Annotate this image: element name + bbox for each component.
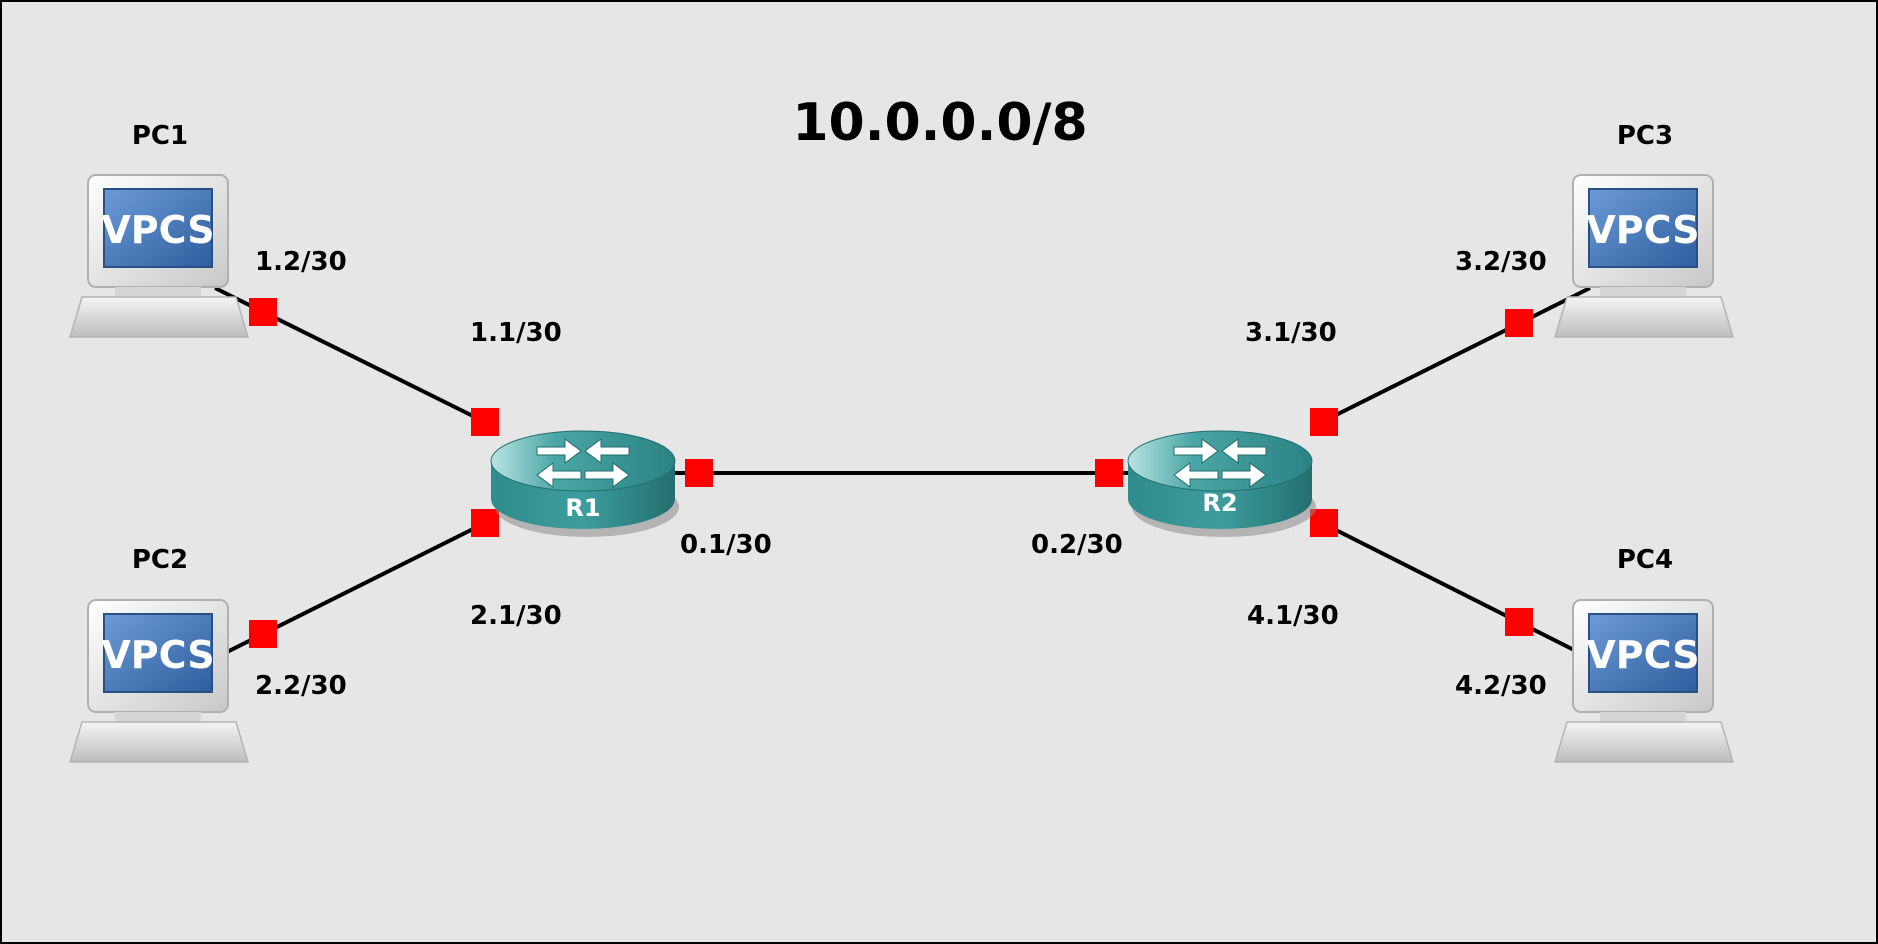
vpcs-computer-icon: VPCS (1553, 174, 1735, 338)
iface-label-pc1: 1.2/30 (255, 247, 347, 277)
vpcs-screen-label: VPCS (1586, 208, 1699, 252)
port-pc2-2-2[interactable] (249, 620, 277, 648)
iface-label-r2-pc3: 3.1/30 (1245, 318, 1337, 348)
network-title: 10.0.0.0/8 (792, 93, 1087, 153)
port-r2-0-2[interactable] (1095, 459, 1123, 487)
port-r2-3-1[interactable] (1310, 408, 1338, 436)
host-pc3[interactable]: VPCS (1553, 174, 1735, 338)
host-pc1[interactable]: VPCS (68, 174, 250, 338)
port-pc1-1-2[interactable] (249, 298, 277, 326)
router-name-r2: R2 (1202, 489, 1237, 517)
iface-label-pc3: 3.2/30 (1455, 247, 1547, 277)
port-r1-0-1[interactable] (685, 459, 713, 487)
iface-label-pc2: 2.2/30 (255, 671, 347, 701)
iface-label-r2-r1: 0.2/30 (1031, 530, 1123, 560)
vpcs-screen-label: VPCS (101, 633, 214, 677)
host-name-pc3: PC3 (1617, 121, 1673, 151)
port-r1-1-1[interactable] (471, 408, 499, 436)
router-name-r1: R1 (565, 494, 600, 522)
router-icon (1127, 430, 1316, 537)
vpcs-screen-label: VPCS (1586, 633, 1699, 677)
router-r2[interactable]: R2 (1127, 430, 1316, 537)
interface-labels: 1.2/30 1.1/30 2.2/30 2.1/30 0.1/30 0.2/3… (255, 247, 1547, 701)
port-r1-2-1[interactable] (471, 509, 499, 537)
vpcs-computer-icon: VPCS (68, 174, 250, 338)
link-pc3-r2[interactable] (1321, 286, 1591, 424)
vpcs-screen-label: VPCS (101, 208, 214, 252)
port-pc3-3-2[interactable] (1505, 309, 1533, 337)
iface-label-r1-pc1: 1.1/30 (470, 318, 562, 348)
host-pc4[interactable]: VPCS (1553, 599, 1735, 763)
ports (249, 298, 1533, 648)
router-icon (490, 430, 679, 537)
iface-label-r1-r2: 0.1/30 (680, 530, 772, 560)
iface-label-pc4: 4.2/30 (1455, 671, 1547, 701)
router-r1[interactable]: R1 (490, 430, 679, 537)
host-name-pc1: PC1 (132, 121, 188, 151)
vpcs-computer-icon: VPCS (1553, 599, 1735, 763)
link-pc4-r2[interactable] (1321, 521, 1581, 655)
host-pc2[interactable]: VPCS (68, 599, 250, 763)
host-name-pc4: PC4 (1617, 545, 1673, 575)
port-pc4-4-2[interactable] (1505, 608, 1533, 636)
iface-label-r2-pc4: 4.1/30 (1247, 601, 1339, 631)
iface-label-r1-pc2: 2.1/30 (470, 601, 562, 631)
vpcs-computer-icon: VPCS (68, 599, 250, 763)
host-name-pc2: PC2 (132, 545, 188, 575)
port-r2-4-1[interactable] (1310, 509, 1338, 537)
